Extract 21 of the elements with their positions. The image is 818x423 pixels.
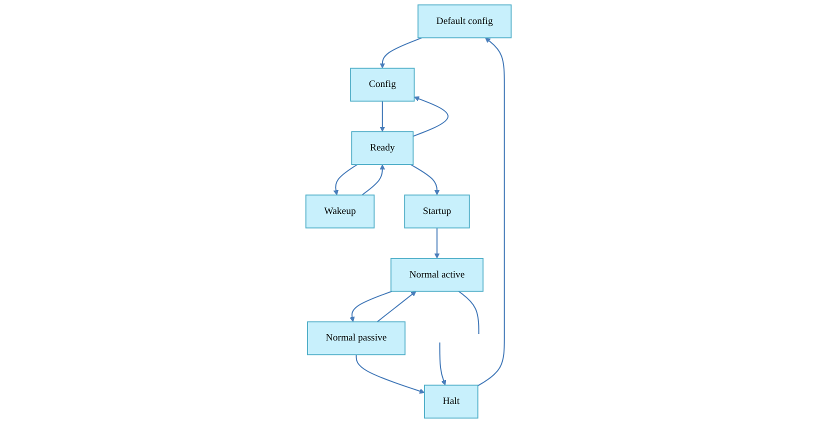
arrow: [478, 38, 506, 386]
node-box: Wakeup: [306, 194, 376, 228]
arrow: [350, 290, 393, 322]
arrow: [356, 354, 426, 394]
arrow: [434, 228, 440, 259]
arrow: [410, 164, 440, 196]
node-box: Startup: [404, 194, 470, 228]
node-box: Normal passive: [308, 321, 406, 356]
arrow: [380, 101, 386, 132]
arrow: [440, 342, 447, 386]
arrow: [362, 164, 386, 196]
arrow: [413, 96, 450, 137]
arrow: [334, 164, 358, 196]
arrow: [377, 291, 417, 322]
node-box: Config: [350, 68, 416, 102]
node-box: Default config: [418, 4, 512, 38]
node-box: Ready: [352, 131, 414, 166]
node-box: Halt: [424, 384, 479, 419]
connector: [458, 290, 480, 334]
node-box: Normal active: [390, 258, 484, 292]
arrow: [380, 37, 423, 69]
